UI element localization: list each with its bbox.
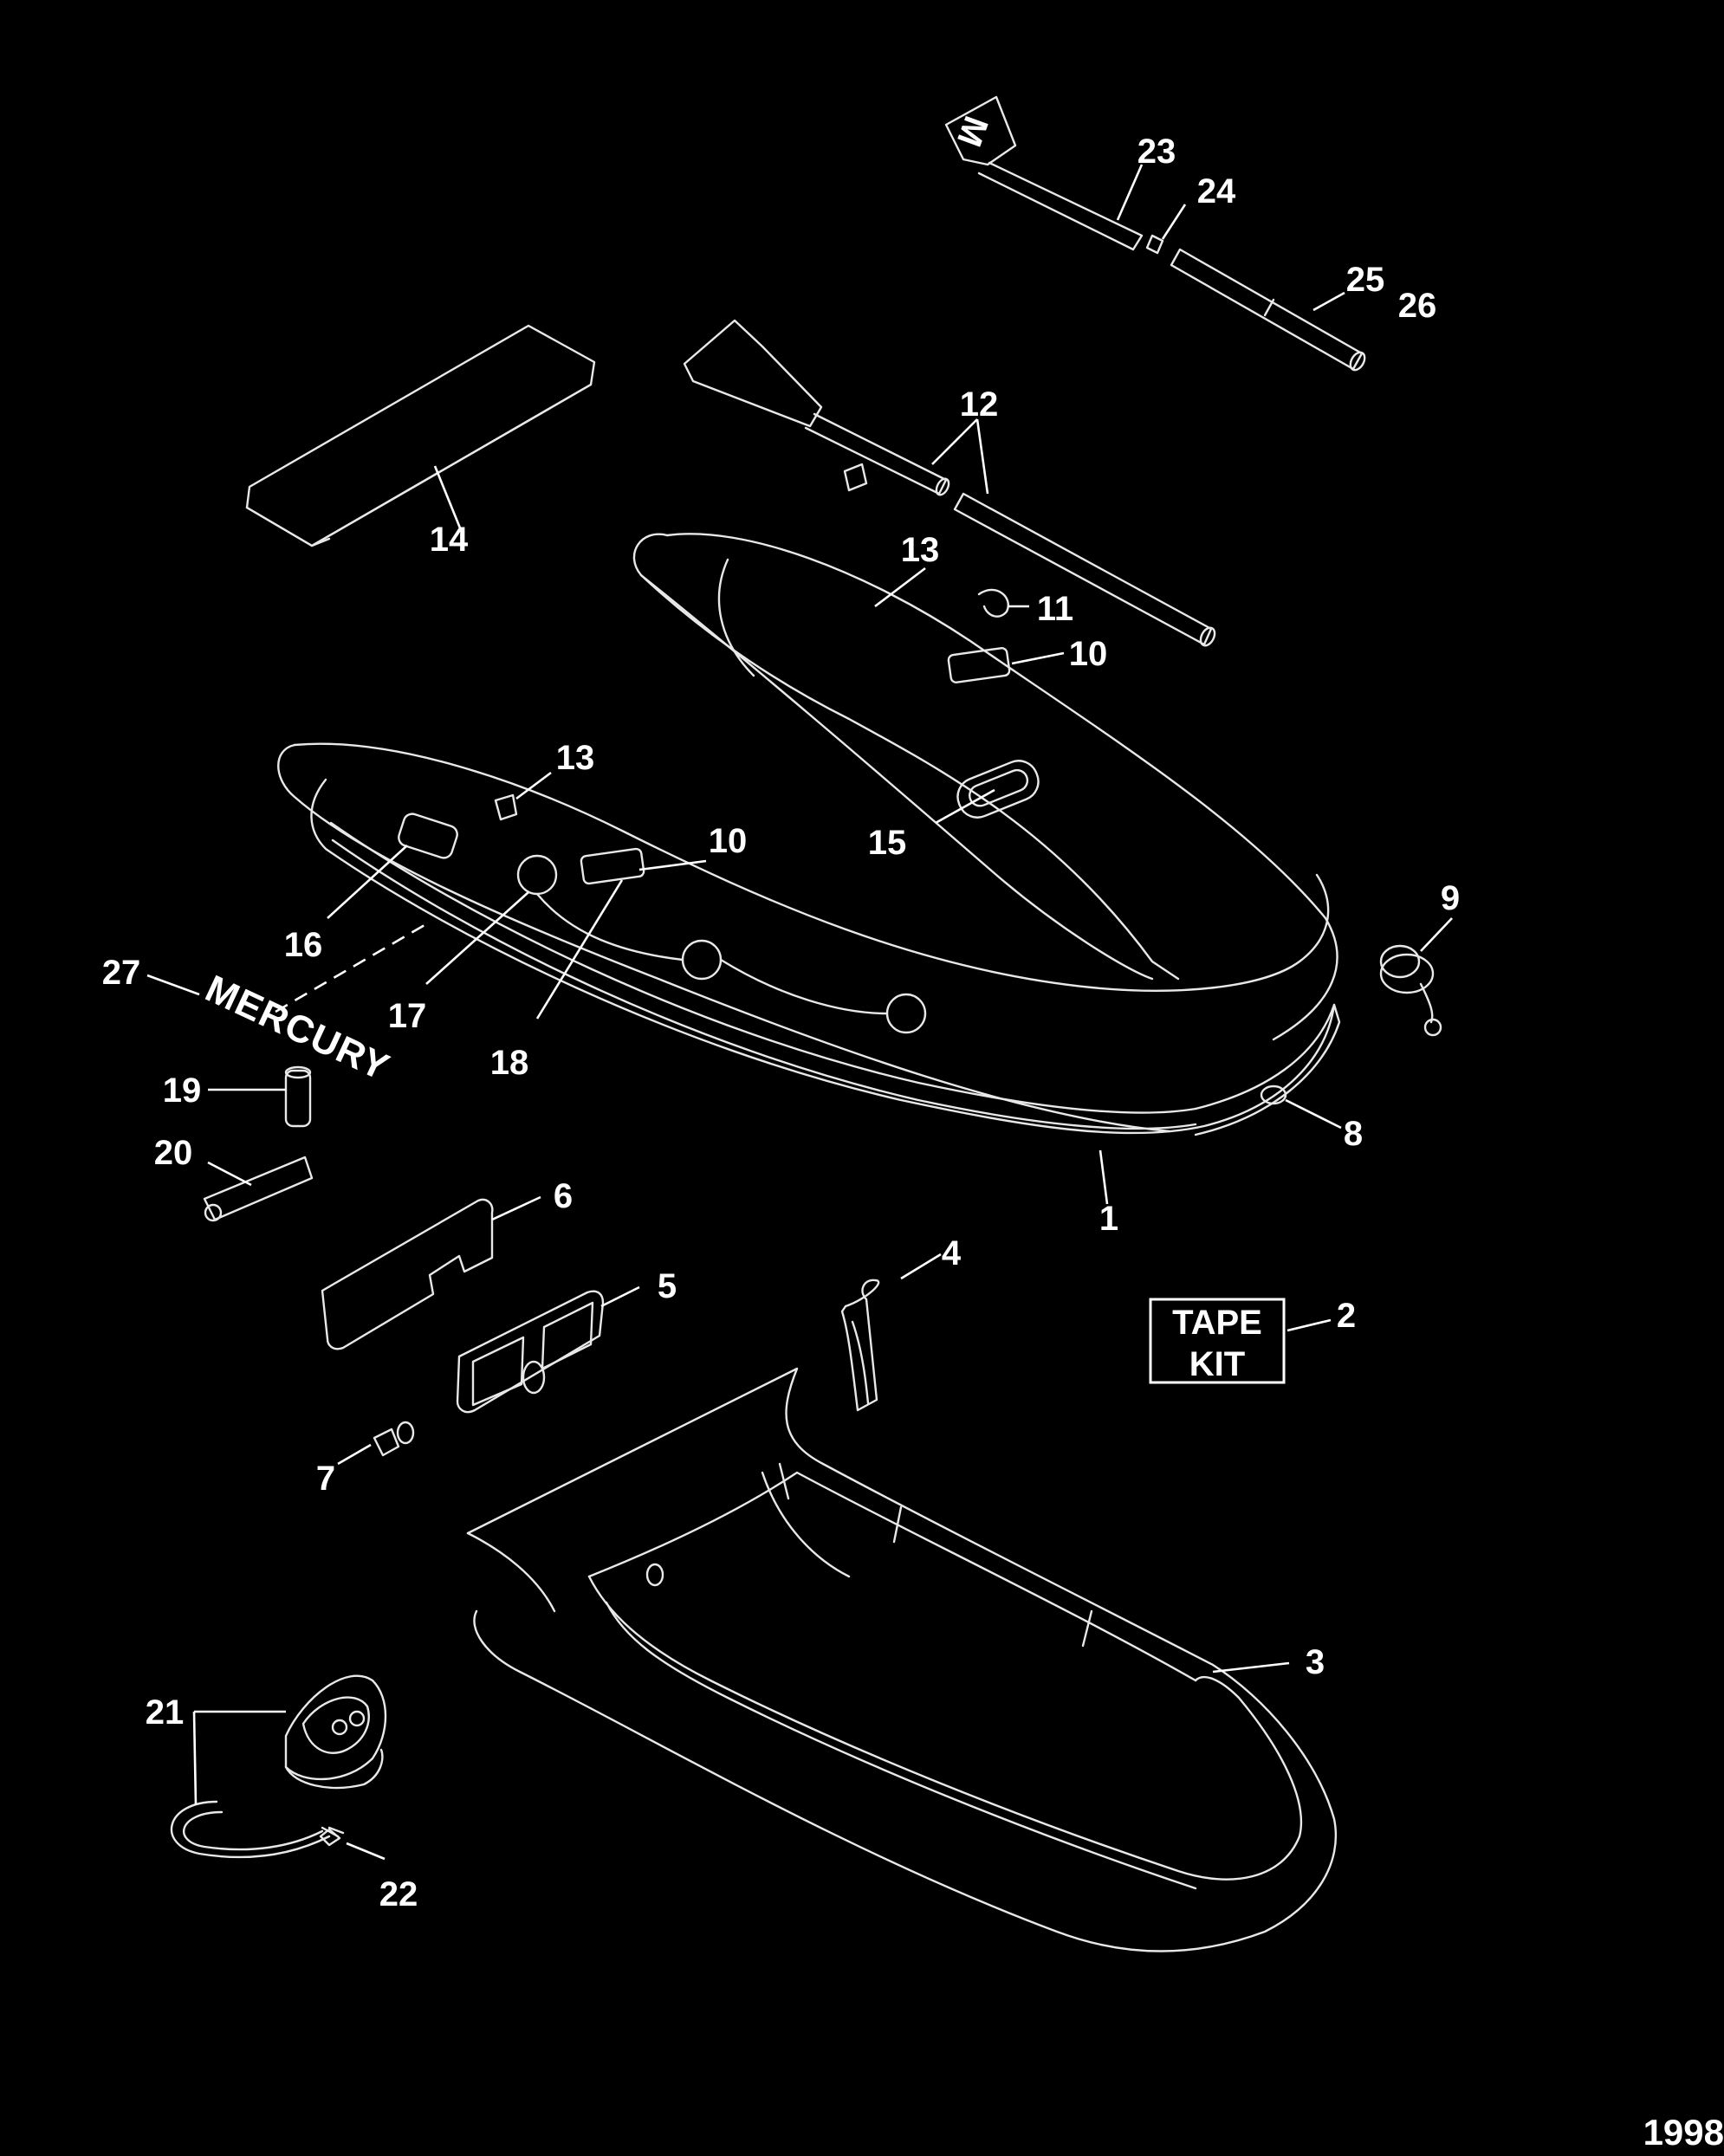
callout-25: 25 xyxy=(1346,261,1385,299)
callout-16: 16 xyxy=(284,926,323,964)
glue-19-20 xyxy=(203,1065,314,1222)
transom-plate-6 xyxy=(321,1198,494,1350)
diagram-code: 1998 xyxy=(1643,2112,1724,2153)
callout-3: 3 xyxy=(1306,1643,1325,1681)
callout-5: 5 xyxy=(658,1267,677,1305)
callout-18: 18 xyxy=(490,1044,529,1082)
callout-4: 4 xyxy=(942,1234,962,1272)
foot-pump-21-22 xyxy=(170,1674,387,1859)
callout-2: 2 xyxy=(1337,1297,1356,1335)
callout-26: 26 xyxy=(1398,287,1437,325)
tape-kit-line1: TAPE xyxy=(1172,1304,1262,1342)
callout-10-upper: 10 xyxy=(1069,635,1108,673)
callout-13-lower: 13 xyxy=(556,739,595,777)
callout-20: 20 xyxy=(154,1134,193,1172)
callout-9: 9 xyxy=(1441,879,1460,917)
callout-19: 19 xyxy=(163,1072,202,1110)
callout-22: 22 xyxy=(379,1875,418,1913)
leader-lines xyxy=(146,164,1453,1861)
callout-12: 12 xyxy=(960,385,999,424)
boat-tube-1 xyxy=(277,463,1341,1136)
callout-14: 14 xyxy=(430,521,469,559)
drain-grill-5 xyxy=(456,1290,605,1414)
callout-13-upper: 13 xyxy=(901,531,940,569)
callout-7: 7 xyxy=(316,1460,335,1498)
storage-bag-3 xyxy=(466,1367,1338,1952)
callout-1: 1 xyxy=(1099,1200,1118,1238)
valve-9 xyxy=(1379,944,1442,1037)
callout-27: 27 xyxy=(102,954,141,992)
callout-8: 8 xyxy=(1344,1115,1363,1153)
callout-labels: 23 24 25 26 12 14 13 11 10 13 10 15 16 1… xyxy=(102,133,1460,1913)
callout-23: 23 xyxy=(1137,133,1176,171)
patch-4 xyxy=(840,1279,880,1412)
seat-14 xyxy=(245,324,596,547)
callout-21: 21 xyxy=(146,1693,185,1732)
tape-kit-line2: KIT xyxy=(1189,1345,1245,1383)
callout-17: 17 xyxy=(388,997,427,1035)
callout-11: 11 xyxy=(1037,590,1073,628)
callout-15: 15 xyxy=(868,824,907,862)
oar-12 xyxy=(683,319,1216,647)
clip-7 xyxy=(373,1421,415,1457)
callout-24: 24 xyxy=(1197,172,1236,210)
callout-6: 6 xyxy=(554,1177,573,1215)
tape-kit-box: TAPE KIT xyxy=(1149,1298,1286,1384)
callout-10-lower: 10 xyxy=(709,822,748,860)
decal-dashed-leader xyxy=(275,923,425,1013)
